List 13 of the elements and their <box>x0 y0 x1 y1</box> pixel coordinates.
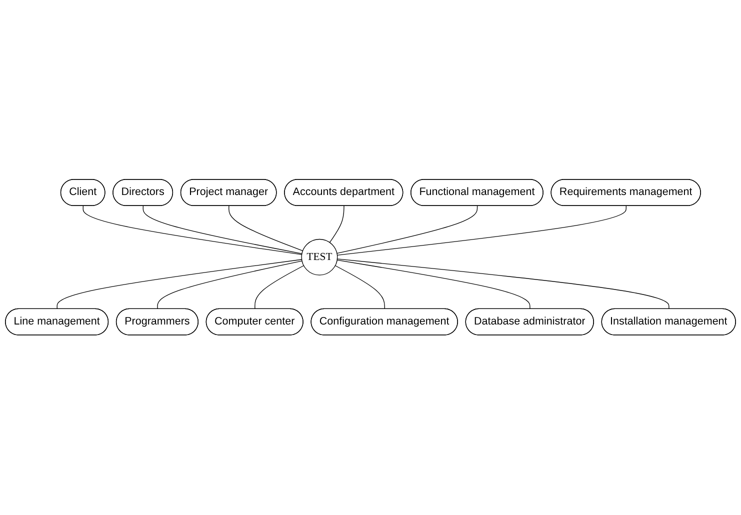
connector <box>336 260 530 310</box>
connector <box>329 206 344 244</box>
connector <box>336 258 670 310</box>
connector <box>334 266 386 310</box>
connector <box>82 206 302 256</box>
connector <box>336 206 478 254</box>
connector <box>56 260 302 310</box>
connector <box>336 206 627 256</box>
connector <box>157 260 302 310</box>
node-circle: TEST <box>301 239 338 276</box>
connector <box>254 266 304 310</box>
connector <box>142 206 302 254</box>
connector <box>228 206 304 252</box>
